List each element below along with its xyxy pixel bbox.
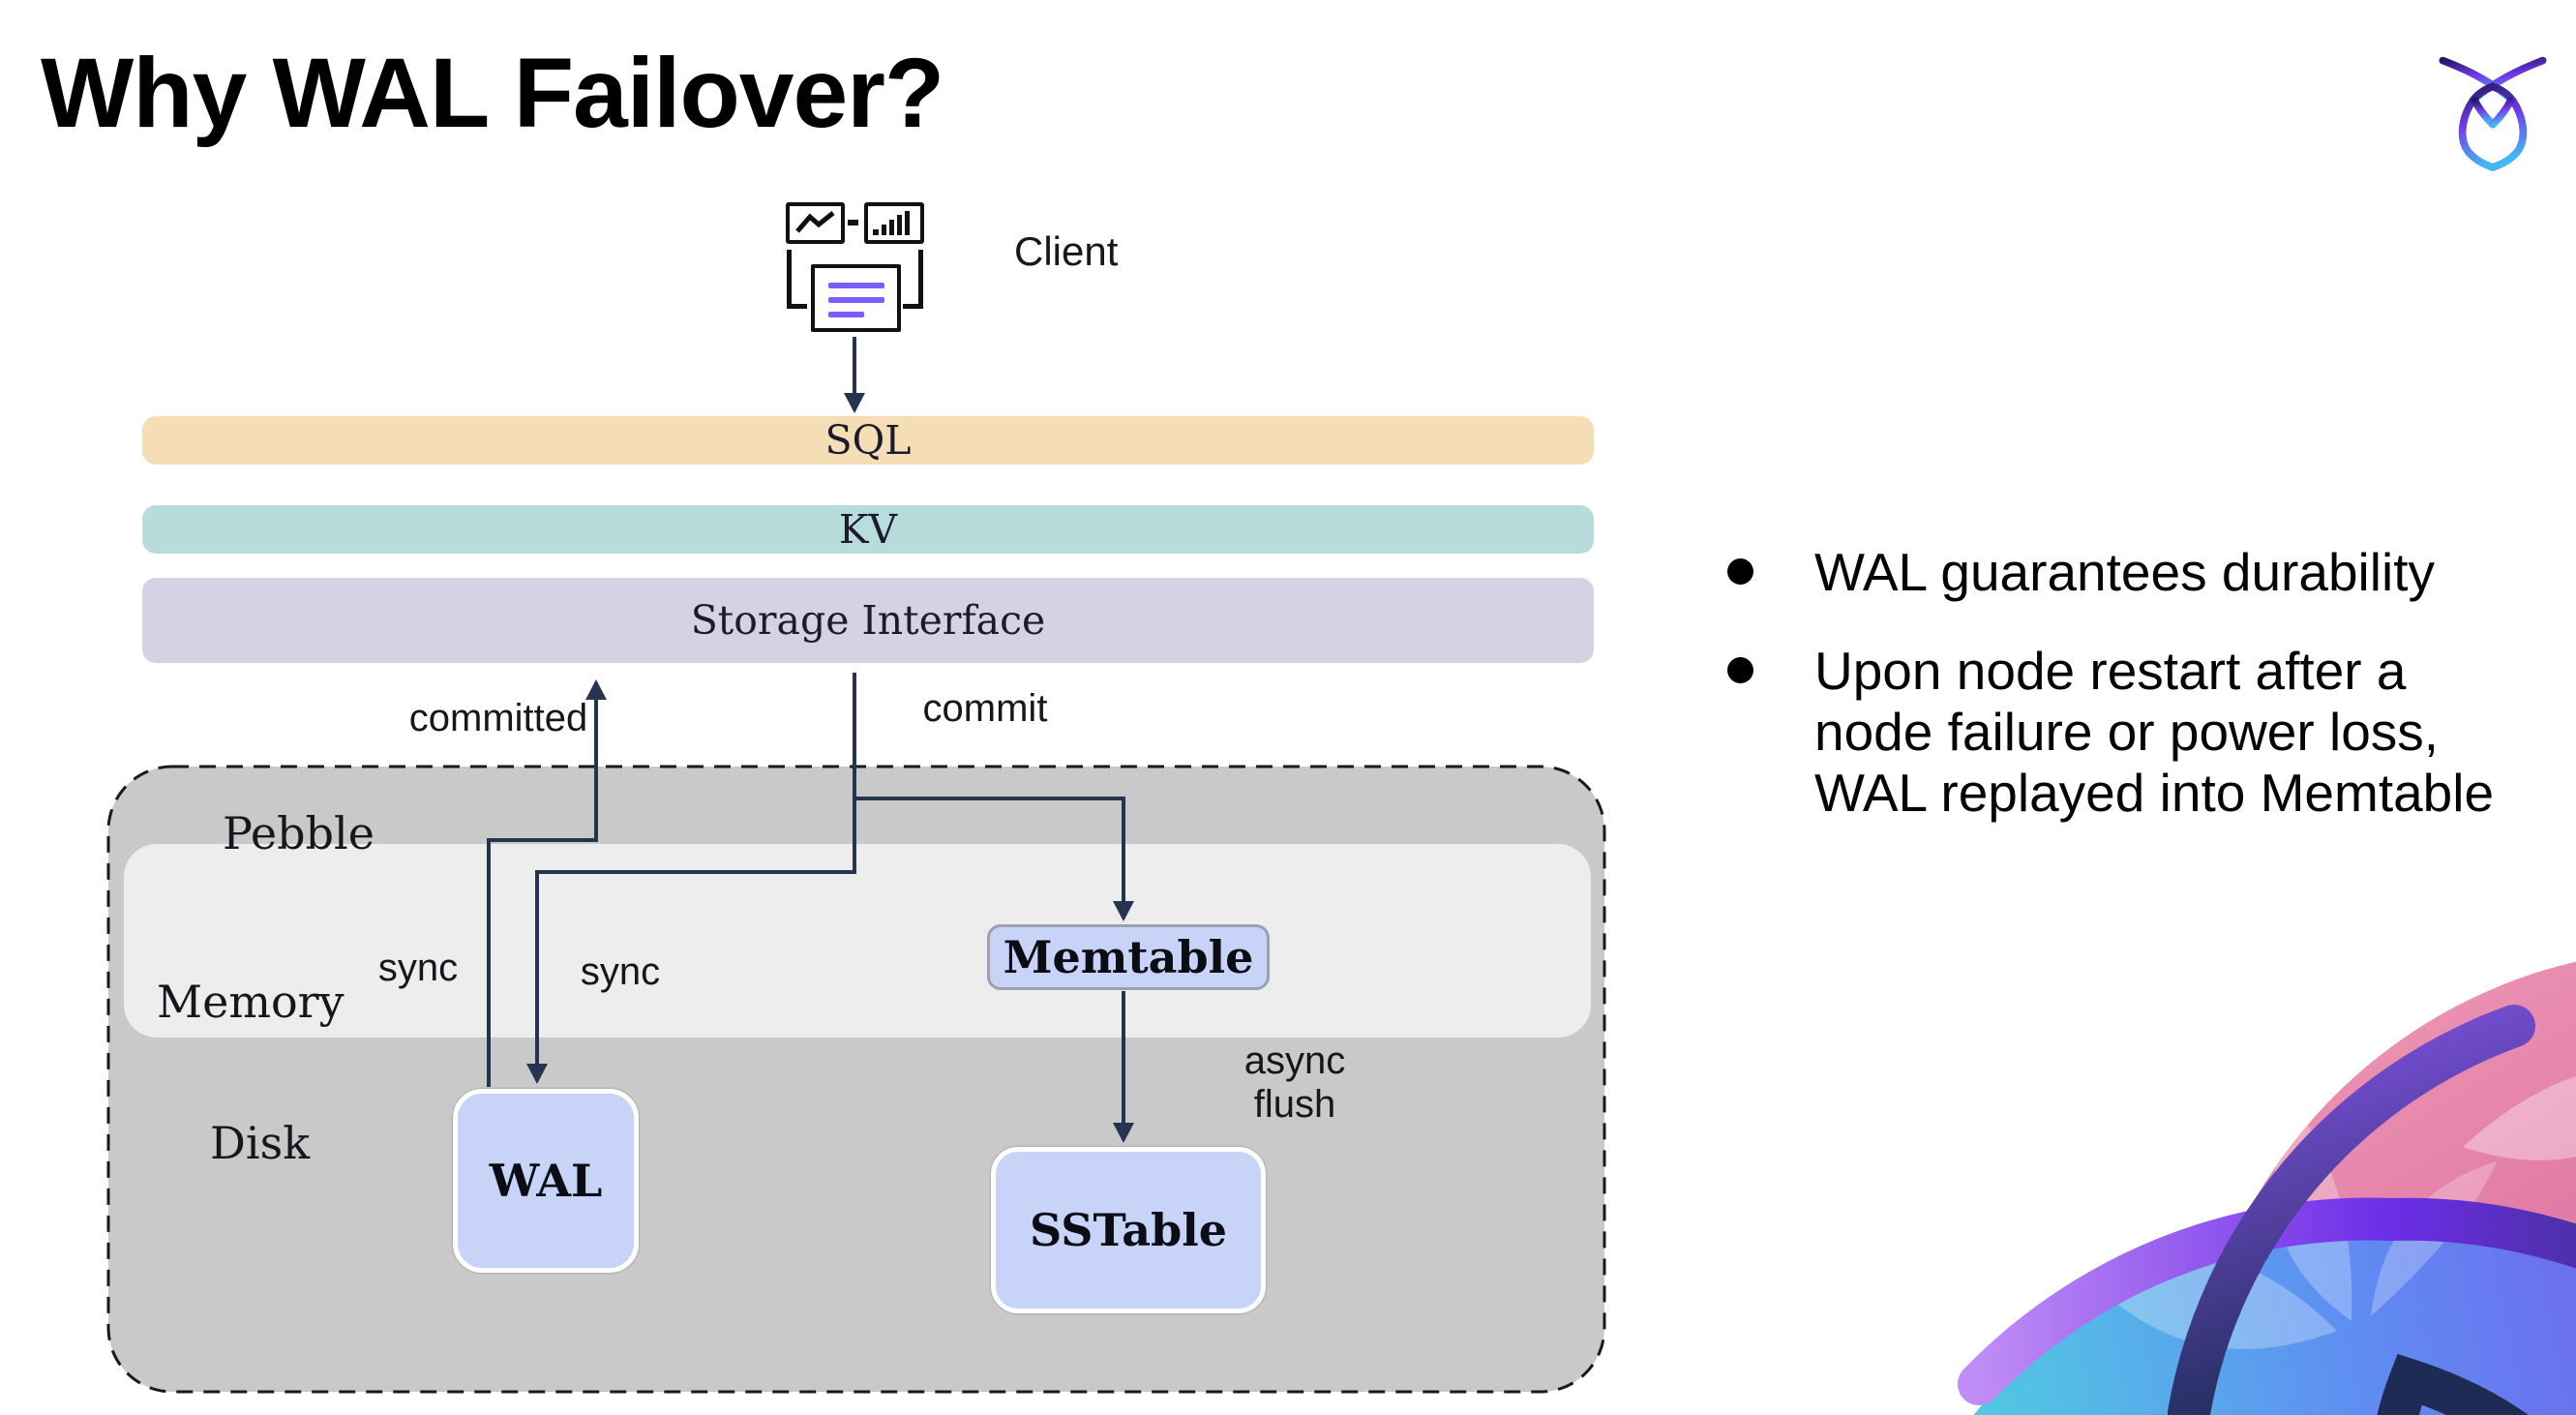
brand-art-cross-arc (2168, 1005, 2535, 1415)
wal-label: WAL (489, 1155, 603, 1207)
memory-label: Memory (157, 976, 344, 1028)
layer-storage-label: Storage Interface (690, 597, 1046, 644)
sstable-label: SSTable (1030, 1204, 1227, 1256)
bar-chart-icon (864, 202, 924, 244)
bullet-item: Upon node restart after a node failure o… (1727, 641, 2560, 824)
layer-sql: SQL (142, 416, 1594, 465)
cockroachdb-brand-art (1958, 961, 2576, 1415)
sstable-node: SSTable (991, 1147, 1266, 1313)
layer-kv-label: KV (838, 506, 898, 553)
edge-sync-to-wal (526, 673, 856, 1084)
bullet-dot (1727, 558, 1753, 585)
bracket-right-foot (903, 304, 923, 309)
icon-connector-dash (848, 220, 858, 226)
async-flush-label: async flush (1243, 1039, 1346, 1126)
memtable-node: Memtable (987, 924, 1270, 990)
page-title: Why WAL Failover? (41, 38, 944, 148)
layer-storage-interface: Storage Interface (142, 578, 1594, 663)
bracket-left-foot (787, 304, 807, 309)
disk-label: Disk (210, 1117, 311, 1169)
committed-label: committed (408, 697, 588, 739)
edge-commit-to-memtable (854, 797, 1134, 921)
bullet-text: WAL guarantees durability (1814, 542, 2435, 602)
commit-label: commit (922, 687, 1048, 730)
wal-node: WAL (453, 1089, 639, 1273)
layer-sql-label: SQL (824, 417, 912, 464)
document-icon (811, 264, 901, 332)
sync-label-wal: sync (377, 947, 459, 989)
sync-label-mid: sync (580, 950, 661, 993)
logo-body (2458, 82, 2528, 172)
layer-kv: KV (142, 505, 1594, 554)
edge-committed (487, 679, 607, 1087)
bullet-item: WAL guarantees durability (1727, 542, 2560, 603)
bracket-right-icon (918, 250, 923, 308)
line-chart-icon (786, 202, 845, 244)
cockroachdb-logo-icon (2439, 56, 2547, 172)
pebble-label: Pebble (223, 807, 374, 859)
client-label: Client (1014, 228, 1119, 274)
brand-art-purple-arc (1958, 1197, 2576, 1405)
bullet-text: Upon node restart after a node failure o… (1814, 641, 2495, 823)
memtable-label: Memtable (1003, 931, 1254, 983)
bracket-left-icon (787, 250, 792, 308)
bullet-dot (1727, 657, 1753, 683)
